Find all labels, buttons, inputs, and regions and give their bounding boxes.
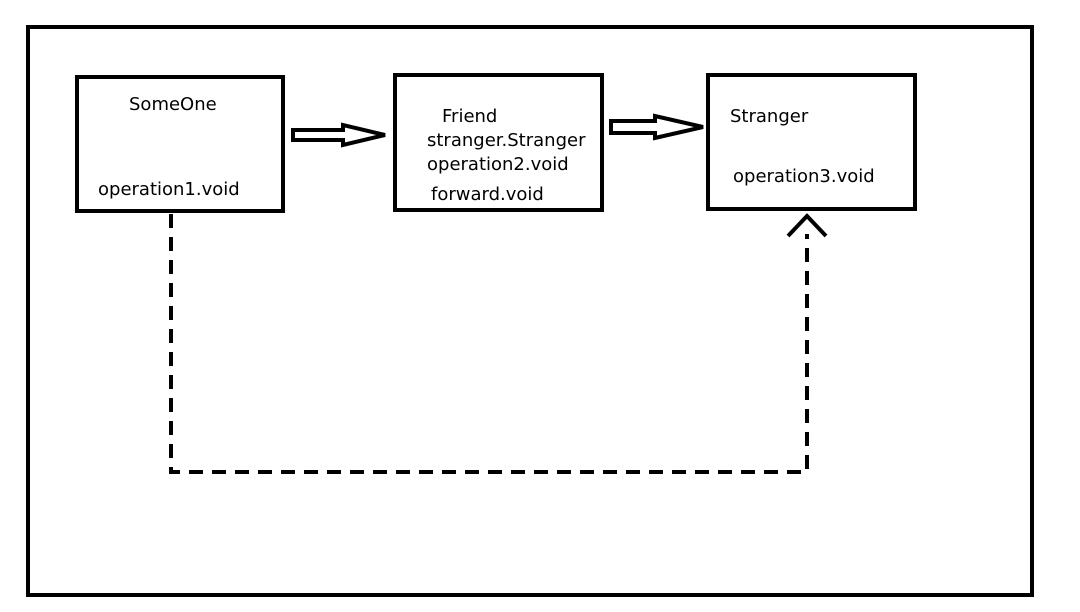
- class-title-someone: SomeOne: [129, 94, 217, 115]
- edge-friend-to-stranger: [609, 113, 704, 141]
- class-box-someone: [75, 75, 285, 213]
- class-box-friend: [393, 73, 604, 212]
- class-member-someone-1: operation1.void: [98, 179, 240, 200]
- diagram-frame: [26, 25, 1034, 597]
- class-member-friend-2: operation2.void: [427, 154, 569, 175]
- edge-someone-to-stranger: [169, 214, 809, 474]
- class-box-stranger: [706, 73, 917, 211]
- class-member-stranger-1: operation3.void: [733, 166, 875, 187]
- class-member-friend-1: stranger.Stranger: [427, 130, 586, 151]
- class-title-friend: Friend: [442, 106, 498, 127]
- class-title-stranger: Stranger: [730, 106, 809, 127]
- class-member-friend-3: forward.void: [431, 184, 544, 205]
- dependency-arrowhead-icon: [786, 213, 828, 238]
- edge-someone-to-friend: [291, 122, 386, 148]
